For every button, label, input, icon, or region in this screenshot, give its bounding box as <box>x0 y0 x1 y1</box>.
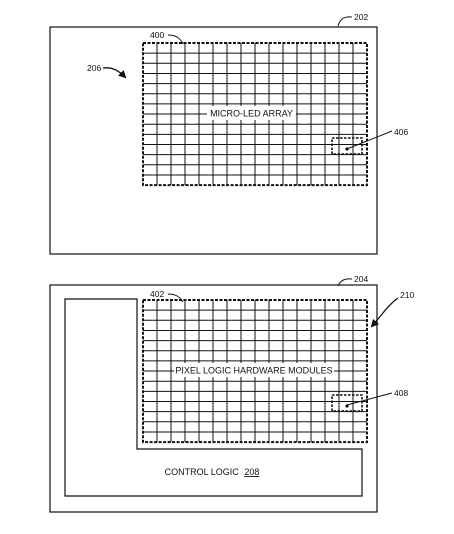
bottom-pixel-highlight <box>331 394 363 412</box>
pixel-logic-label: PIXEL LOGIC HARDWARE MODULES <box>175 366 332 376</box>
bottom-region-ref: 210 <box>400 290 414 300</box>
control-logic-region <box>64 298 363 497</box>
bottom-region-arrow <box>370 297 399 328</box>
top-figure: 202 400 206 MICRO-LED ARRAY 406 <box>49 12 408 255</box>
top-pixel-highlight <box>331 137 363 155</box>
top-outer-panel <box>49 26 378 255</box>
bottom-outer-panel <box>49 284 378 513</box>
top-pointer-ref: 206 <box>87 63 101 73</box>
bottom-figure: 204 402 210 PIXEL LOGIC HARDWARE MODULES… <box>49 274 414 513</box>
micro-led-array-grid <box>142 42 368 187</box>
top-pointer-arrow <box>102 67 127 79</box>
bottom-array-ref: 402 <box>150 289 164 299</box>
top-array-ref-leader <box>167 34 184 45</box>
bottom-pixel-ref: 408 <box>394 388 408 398</box>
control-logic-label: CONTROL LOGIC 208 <box>165 467 260 477</box>
top-outer-ref-leader <box>337 16 353 27</box>
grid-dashed-border <box>142 42 368 187</box>
bottom-pixel-ref-leader <box>346 392 393 406</box>
top-pixel-ref-leader <box>346 130 393 150</box>
bottom-outer-ref: 204 <box>354 274 368 284</box>
bottom-array-ref-leader <box>167 293 184 303</box>
grid-dashed-border <box>142 299 368 444</box>
pixel-logic-label-box <box>174 363 334 377</box>
control-logic-text: CONTROL LOGIC <box>165 467 240 477</box>
top-pixel-ref: 406 <box>394 127 408 137</box>
micro-led-array-label: MICRO-LED ARRAY <box>210 109 293 119</box>
bottom-outer-ref-leader <box>337 278 353 287</box>
top-array-ref: 400 <box>150 30 164 40</box>
top-outer-ref: 202 <box>354 12 368 22</box>
control-logic-ref: 208 <box>244 467 259 477</box>
micro-led-array-label-box <box>207 106 296 120</box>
